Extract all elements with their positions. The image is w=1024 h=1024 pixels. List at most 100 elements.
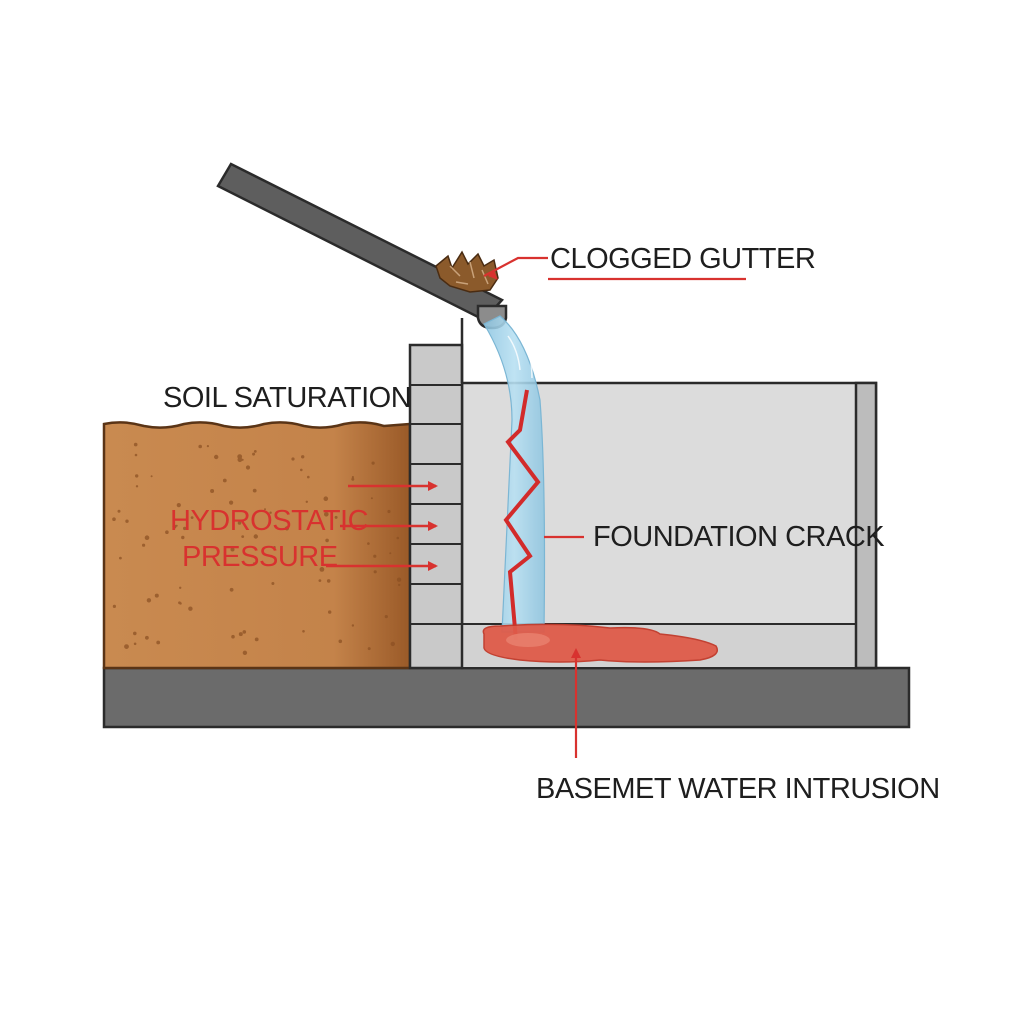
saturated-soil [102,421,412,670]
soil-speck [254,637,259,642]
right-wall [854,381,878,670]
soil-speck [338,639,343,644]
soil-speck [367,647,371,651]
soil-speck [323,496,329,502]
soil-speck [241,535,245,538]
foundation-crack [503,389,541,641]
soil-speck [210,489,215,493]
soil-speck [319,567,325,572]
soil-speck [269,511,272,514]
soil-speck [183,526,187,531]
soil-speck [302,630,305,633]
soil-speck [176,503,181,508]
soil-speck [370,497,373,500]
soil-speck [190,516,194,519]
soil-speck [301,455,305,459]
soil-speck [175,524,178,527]
soil-speck [133,442,138,447]
soil-speck [398,583,401,587]
soil-speck [300,468,303,472]
soil-speck [242,630,247,634]
soil-speck [188,606,193,611]
soil-speck [238,632,243,637]
label-hydrostatic: HYDROSTATIC [170,505,368,537]
soil-speck [242,650,248,655]
soil-speck [156,640,161,645]
soil-speck [328,610,332,614]
soil-speck [229,500,234,505]
soil-speck [373,554,377,558]
label-soil-saturation: SOIL SATURATION [163,382,411,414]
soil-speck [253,450,257,453]
soil-speck [351,477,355,481]
soil-speck [181,535,185,540]
soil-speck [252,488,257,493]
soil-speck [125,519,129,523]
soil-speck [206,445,209,448]
soil-speck [222,478,227,483]
soil-speck [253,562,256,565]
soil-speck [367,542,370,545]
soil-speck [237,521,242,525]
soil-speck [334,515,338,519]
soil-speck [133,642,137,646]
soil-speck [112,604,116,609]
soil-speck [351,624,355,627]
foundation-slab [102,666,911,729]
soil-speck [154,593,159,598]
soil-speck [291,457,295,461]
soil-speck [253,534,258,539]
soil-speck [178,601,181,605]
soil-speck [396,577,402,582]
label-pressure: PRESSURE [182,541,338,573]
block-foundation-wall [408,343,464,670]
soil-speck [318,579,322,582]
soil-speck [371,461,375,465]
soil-speck [172,524,177,529]
soil-speck [284,526,289,531]
soil-speck [324,512,329,517]
soil-speck [231,634,235,639]
soil-speck [273,546,276,549]
soil-speck [245,465,251,470]
soil-speck [134,453,138,457]
soil-speck [230,547,235,552]
gutter-leader [483,256,548,277]
soil-speck [373,570,377,574]
soil-speck [237,454,243,459]
soil-speck [325,538,329,543]
roof [216,162,505,322]
soil-speck [214,454,219,460]
soil-speck [351,476,354,479]
soil-speck [390,641,395,647]
soil-speck [117,509,121,513]
pressure-arrows [326,481,438,571]
water-puddle [482,623,718,663]
soil-speck [150,475,153,478]
soil-speck [145,635,149,640]
soil-speck [135,474,139,478]
soil-speck [271,582,275,585]
leaves-debris-icon [435,250,499,293]
soil-speck [165,530,169,534]
soil-speck [124,644,129,649]
soil-speck [305,500,308,503]
soil-speck [135,485,139,488]
soil-speck [112,517,116,521]
label-foundation-crack: FOUNDATION CRACK [593,521,885,553]
soil-speck [264,508,266,511]
soil-speck [326,579,331,583]
soil-speck [307,475,310,479]
soil-speck [229,587,234,592]
soil-speck [179,586,182,589]
soil-speck [384,615,388,619]
soil-speck [133,631,137,636]
soil-speck [119,556,122,560]
soil-speck [146,598,152,603]
soil-speck [144,535,150,540]
soil-speck [396,536,400,540]
label-clogged-gutter: CLOGGED GUTTER [550,243,815,275]
soil-speck [389,552,392,555]
label-water-intrusion: BASEMET WATER INTRUSION [536,773,940,805]
